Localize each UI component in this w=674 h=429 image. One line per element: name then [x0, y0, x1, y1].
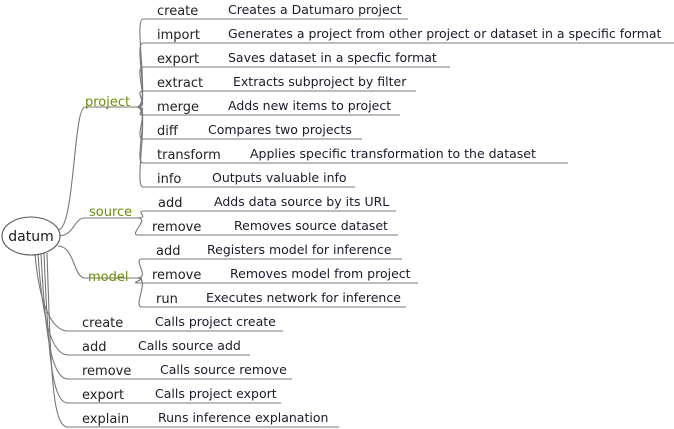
- connector-lines-layer: [34, 18, 674, 428]
- leaf-description-project-7: Outputs valuable info: [212, 170, 347, 185]
- root-child-label-1: add: [82, 340, 106, 355]
- leaf-connector-project-7: [136, 106, 355, 188]
- leaf-description-model-1: Removes model from project: [230, 266, 411, 281]
- leaf-label-model-2: run: [156, 292, 178, 307]
- leaf-label-project-6: transform: [157, 148, 221, 163]
- leaf-connector-project-3: [136, 90, 416, 108]
- root-child-label-4: explain: [82, 412, 129, 427]
- leaf-description-project-5: Compares two projects: [208, 122, 352, 137]
- leaf-label-project-7: info: [157, 172, 181, 187]
- leaf-label-project-4: merge: [157, 100, 199, 115]
- leaf-label-project-1: import: [157, 28, 200, 43]
- root-child-description-2: Calls source remove: [160, 362, 287, 377]
- root-child-label-2: remove: [82, 364, 131, 379]
- 278: [57, 245, 137, 279]
- leaf-connector-project-0: [136, 18, 408, 108]
- leaf-description-model-2: Executes network for inference: [206, 290, 401, 305]
- branch-label-project: project: [85, 95, 130, 110]
- leaf-label-project-5: diff: [157, 124, 179, 139]
- leaf-description-model-0: Registers model for inference: [207, 242, 392, 257]
- leaf-connector-project-2: [136, 66, 450, 108]
- leaf-connector-model-2: [136, 277, 406, 308]
- root-child-label-3: export: [82, 388, 124, 403]
- root-child-description-0: Calls project create: [155, 314, 276, 329]
- leaf-label-project-3: extract: [157, 76, 203, 91]
- leaf-description-source-0: Adds data source by its URL: [214, 194, 389, 209]
- root-child-description-4: Runs inference explanation: [158, 410, 328, 425]
- leaf-description-project-3: Extracts subproject by filter: [233, 74, 407, 89]
- root-node-ellipse[interactable]: [1, 216, 61, 256]
- leaf-label-model-1: remove: [152, 268, 201, 283]
- leaf-description-project-1: Generates a project from other project o…: [228, 26, 662, 41]
- branch-label-source: source: [89, 205, 132, 220]
- root-child-connector-4: [46, 252, 339, 428]
- leaf-connector-model-0: [136, 258, 402, 279]
- leaf-label-source-1: remove: [152, 220, 201, 235]
- leaf-connector-source-0: [136, 210, 396, 219]
- leaf-label-source-0: add: [158, 196, 182, 211]
- leaf-connector-source-1: [135, 217, 398, 236]
- leaf-label-project-2: export: [157, 52, 199, 67]
- leaf-description-project-4: Adds new items to project: [228, 98, 391, 113]
- leaf-connector-project-1: [136, 42, 674, 108]
- leaf-description-project-6: Applies specific transformation to the d…: [250, 146, 536, 161]
- 218: [57, 217, 137, 237]
- branch-label-model: model: [88, 270, 128, 285]
- 107: [57, 106, 137, 231]
- root-node-label: datum: [8, 229, 53, 245]
- root-child-label-0: create: [82, 316, 123, 331]
- leaf-label-project-0: create: [157, 4, 198, 19]
- root-child-description-1: Calls source add: [138, 338, 241, 353]
- leaf-description-source-1: Removes source dataset: [234, 218, 388, 233]
- leaf-description-project-2: Saves dataset in a specfic format: [228, 50, 437, 65]
- nodes-layer: datum project create Creates a Datumaro pro…: [1, 2, 662, 427]
- leaf-label-model-0: add: [156, 244, 180, 259]
- leaf-description-project-0: Creates a Datumaro project: [228, 2, 402, 17]
- root-child-description-3: Calls project export: [155, 386, 277, 401]
